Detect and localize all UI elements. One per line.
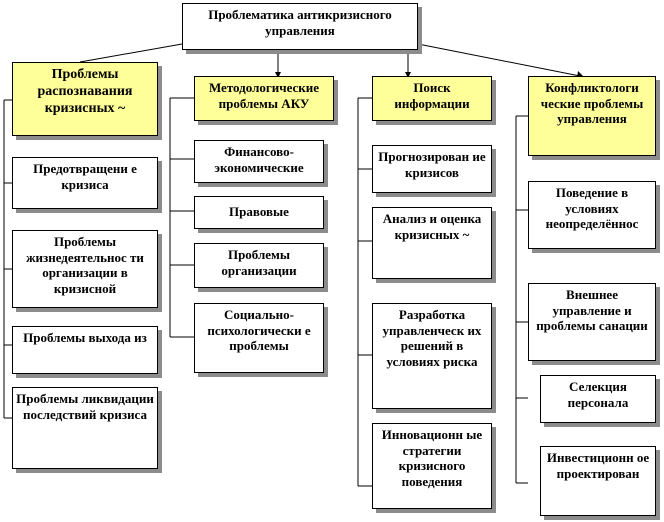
column-3-header: Поиск информации [372, 76, 492, 121]
column-2-item-4: Социально-психологически е проблемы [194, 303, 324, 373]
column-3-item-4: Инновационн ые стратегии кризисного пове… [372, 423, 492, 509]
column-1-item-2: Проблемы жизнедеятельнос ти организации … [12, 230, 158, 308]
connector-root-col4 [417, 43, 581, 77]
column-1-item-4: Проблемы ликвидации последствий кризиса [12, 387, 158, 469]
column-3-header-label: Поиск информации [394, 80, 470, 111]
column-4-item-4: Инвестиционн ое проектирован [540, 446, 656, 516]
root-label: Проблематика антикризисного управления [208, 7, 392, 38]
column-2-item-3: Проблемы организации [194, 243, 324, 288]
column-1-header-label: Проблемы распознавания кризисных ~ [37, 67, 133, 116]
column-2-header-label: Методологические проблемы АКУ [208, 80, 320, 111]
column-2-item-1: Финансово-экономические [194, 140, 324, 183]
arrowhead-col3 [405, 72, 411, 78]
column-3-item-3: Разработка управленческ их решений в усл… [372, 303, 492, 409]
connector-root-col1 [79, 43, 183, 63]
column-3-item-1: Прогнозирован ие кризисов [372, 145, 492, 193]
column-2-header: Методологические проблемы АКУ [194, 76, 334, 121]
column-1-item-1: Предотвращени е кризиса [12, 157, 158, 209]
column-4-header-label: Конфликтологи ческие проблемы управления [540, 80, 644, 126]
column-4-item-2: Внешнее управление и проблемы санации [528, 283, 656, 361]
column-4-header: Конфликтологи ческие проблемы управления [528, 76, 656, 156]
column-1-header: Проблемы распознавания кризисных ~ [12, 62, 158, 136]
column-4-item-3: Селекция персонала [540, 375, 656, 423]
root-box: Проблематика антикризисного управления [182, 3, 418, 50]
arrowhead-col2 [275, 72, 281, 78]
column-1-item-3: Проблемы выхода из [12, 326, 158, 374]
column-4-item-1: Поведение в условиях неопределённос [528, 181, 656, 249]
column-2-item-2: Правовые [194, 196, 324, 229]
column-3-item-2: Анализ и оценка кризисных ~ [372, 207, 492, 279]
